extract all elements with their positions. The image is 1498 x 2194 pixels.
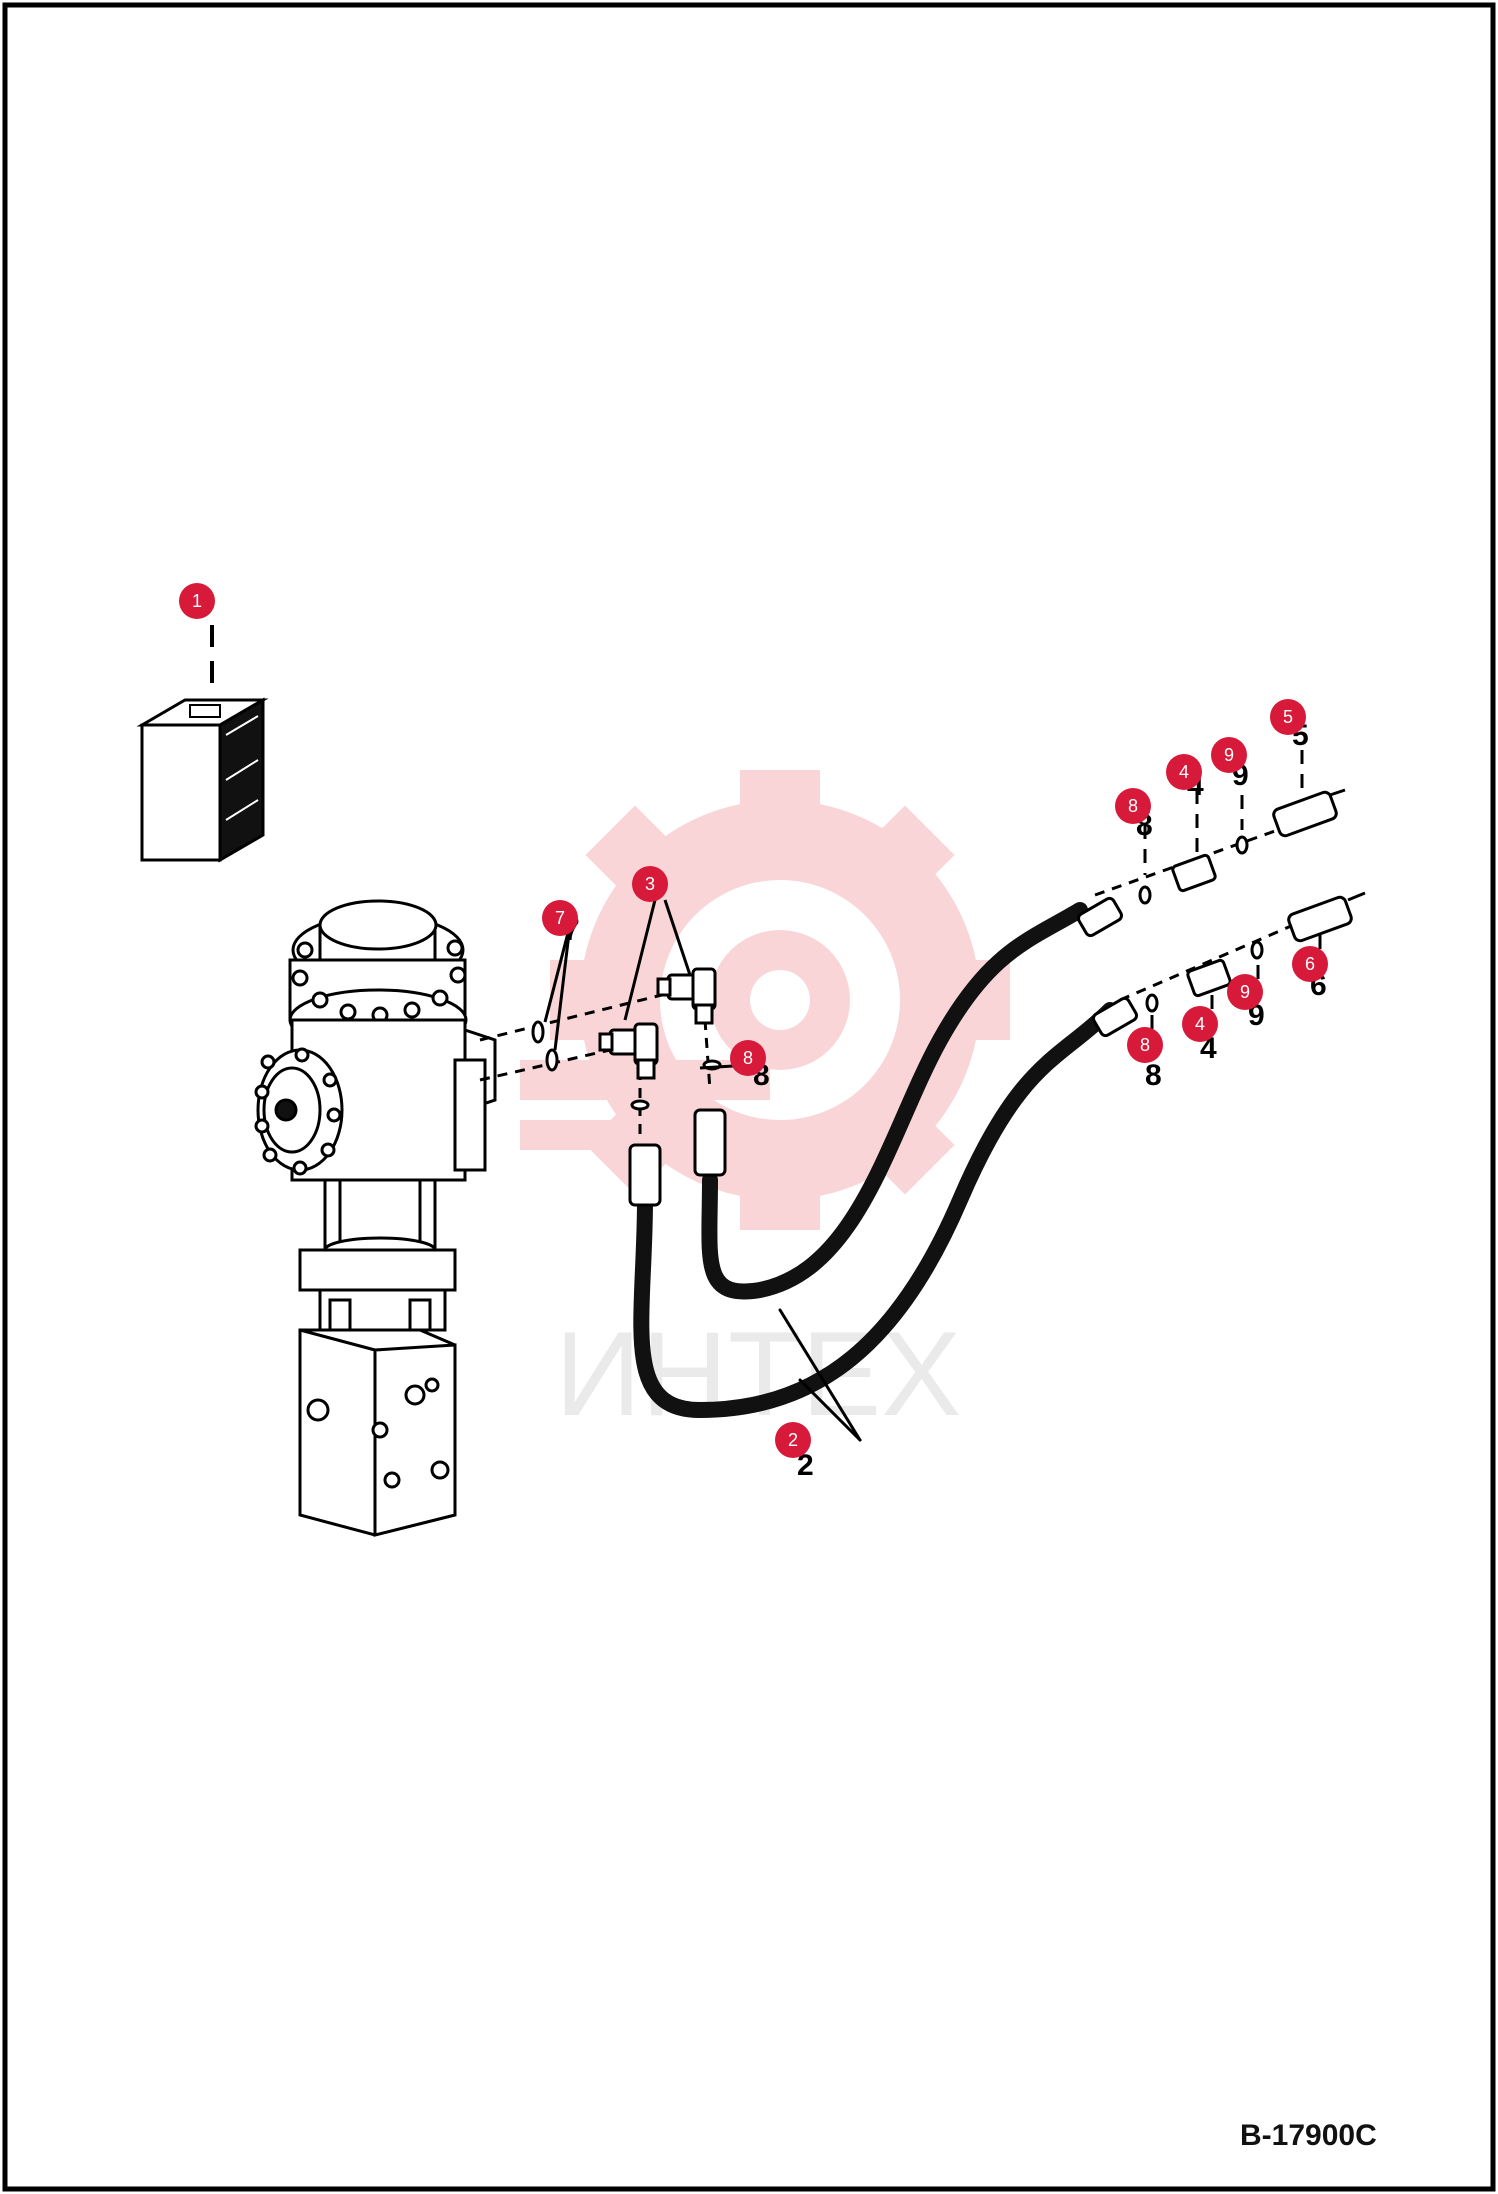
callout-7[interactable]: 7	[542, 900, 578, 936]
callout-2[interactable]: 2	[775, 1422, 811, 1458]
callout-3[interactable]: 3	[632, 866, 668, 902]
callout-9b[interactable]: 9	[1227, 974, 1263, 1010]
svg-text:8: 8	[743, 1048, 753, 1068]
callout-8a[interactable]: 8	[1115, 788, 1151, 824]
part-2-hoses	[628, 896, 1138, 1442]
callout-4a[interactable]: 4	[1166, 754, 1202, 790]
svg-text:2: 2	[788, 1430, 798, 1450]
part-8-orings-left	[630, 1059, 751, 1111]
svg-text:4: 4	[1195, 1014, 1205, 1034]
callout-5[interactable]: 5	[1270, 699, 1306, 735]
callout-6[interactable]: 6	[1292, 946, 1328, 982]
watermark-text: ИНТЕХ	[555, 1307, 961, 1441]
svg-text:3: 3	[645, 874, 655, 894]
callouts: 1 2 3 4 4 5 6 7 8 8 8 9 9	[179, 583, 1328, 1458]
drawing-number: B-17900C	[1240, 2119, 1377, 2152]
svg-text:6: 6	[1305, 954, 1315, 974]
svg-text:4: 4	[1179, 762, 1189, 782]
svg-text:8: 8	[1128, 796, 1138, 816]
svg-text:1: 1	[192, 591, 202, 611]
svg-text:9: 9	[1224, 745, 1234, 765]
right-fittings	[1138, 788, 1366, 1013]
callout-4b[interactable]: 4	[1182, 1006, 1218, 1042]
callout-8c[interactable]: 8	[1127, 1027, 1163, 1063]
svg-text:9: 9	[1240, 982, 1250, 1002]
ref-number: 8	[1145, 1059, 1162, 1092]
ref-number: 2	[797, 1449, 814, 1482]
part-1-decal-box	[136, 625, 269, 863]
svg-text:5: 5	[1283, 707, 1293, 727]
callout-1[interactable]: 1	[179, 583, 215, 619]
callout-8b[interactable]: 8	[730, 1040, 766, 1076]
part-3-elbows	[598, 899, 717, 1080]
valve-assembly	[254, 899, 497, 1537]
callout-9a[interactable]: 9	[1211, 737, 1247, 773]
svg-text:8: 8	[1140, 1035, 1150, 1055]
svg-text:7: 7	[555, 908, 565, 928]
part-7-orings	[531, 924, 572, 1072]
